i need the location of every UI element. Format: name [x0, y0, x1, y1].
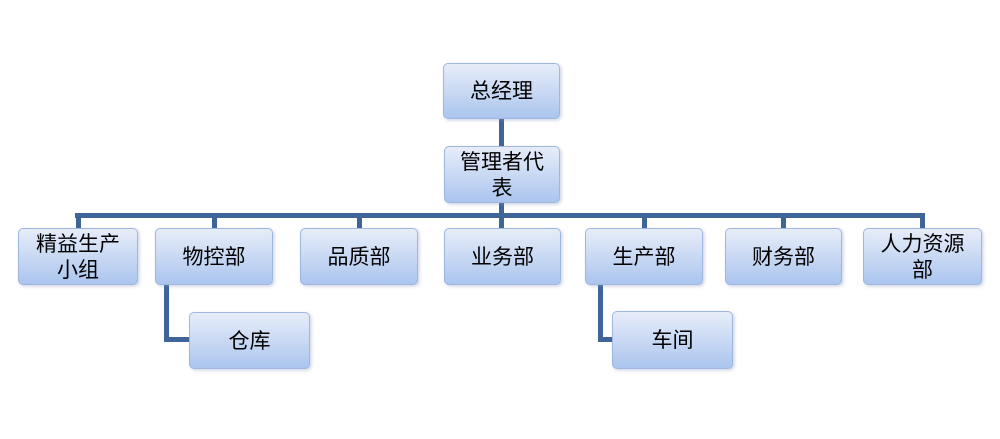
org-node-warehouse-label: 仓库 [228, 328, 271, 353]
connector-material-warehouse-vertical [164, 285, 169, 342]
org-node-material-control-label: 物控部 [182, 244, 246, 269]
connector-trunk-horizontal [75, 213, 924, 218]
org-node-finance: 财务部 [725, 228, 842, 285]
connector-production-workshop-vertical [598, 285, 603, 342]
org-node-business-label: 业务部 [471, 244, 534, 269]
org-node-production-label: 生产部 [612, 244, 676, 269]
connector-stub-production [642, 213, 647, 228]
org-node-hr: 人力资源部 [863, 228, 982, 285]
org-node-lean-team-label: 精益生产小组 [36, 231, 120, 282]
org-node-ceo: 总经理 [443, 63, 560, 119]
org-node-finance-label: 财务部 [752, 244, 815, 269]
org-node-hr-label: 人力资源部 [880, 231, 965, 282]
org-node-quality-label: 品质部 [327, 244, 391, 269]
connector-stub-material [212, 213, 217, 228]
connector-stub-hr [920, 213, 925, 228]
connector-stub-finance [781, 213, 786, 228]
connector-material-warehouse-horizontal [164, 337, 189, 342]
org-node-production: 生产部 [585, 228, 703, 285]
org-node-mgmt-rep: 管理者代表 [444, 146, 560, 203]
connector-ceo-to-rep [499, 119, 504, 147]
org-node-ceo-label: 总经理 [470, 79, 533, 103]
connector-production-workshop-horizontal [598, 337, 612, 342]
connector-stub-lean-team [76, 213, 81, 228]
org-node-material-control: 物控部 [155, 228, 273, 285]
org-node-warehouse: 仓库 [189, 312, 310, 369]
org-node-mgmt-rep-label: 管理者代表 [460, 149, 544, 200]
org-node-workshop: 车间 [612, 311, 733, 369]
org-node-business: 业务部 [444, 228, 561, 285]
org-node-lean-team: 精益生产小组 [18, 228, 138, 285]
org-node-workshop-label: 车间 [651, 328, 694, 352]
org-node-quality: 品质部 [300, 228, 418, 285]
connector-stub-quality [357, 213, 362, 228]
